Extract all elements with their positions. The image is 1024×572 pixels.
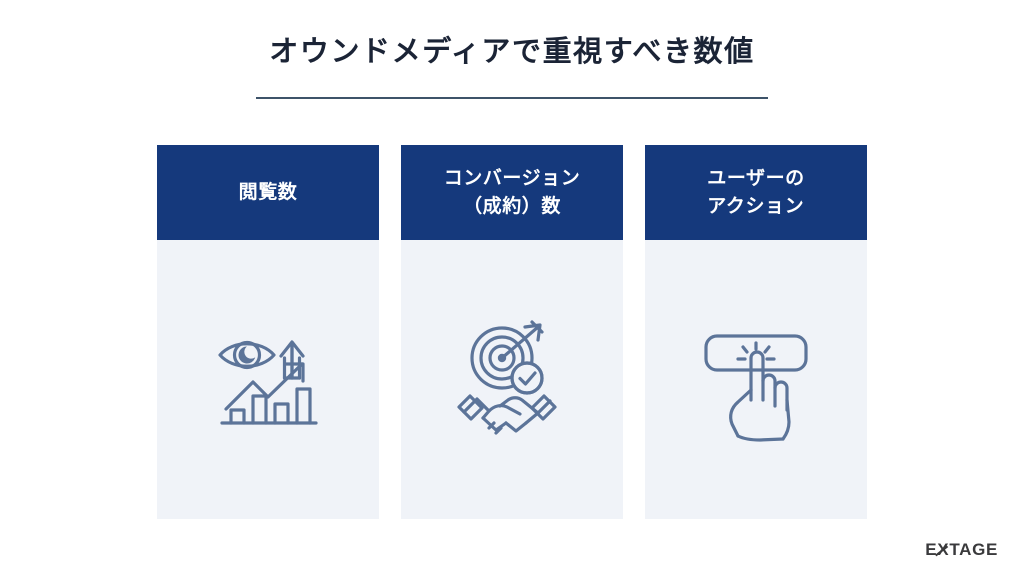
metric-card-user-action-title: ユーザーの アクション [707, 167, 805, 217]
eye-growth-chart-icon [206, 318, 330, 442]
metric-card-views[interactable]: 閲覧数 [157, 145, 379, 519]
click-hand-button-icon [694, 318, 818, 442]
metric-card-views-title: 閲覧数 [238, 181, 298, 203]
title-block: オウンドメディアで重視すべき数値 [0, 34, 1024, 70]
metric-card-views-body [157, 240, 379, 519]
logo-text-prefix: E [925, 540, 938, 559]
metric-card-user-action[interactable]: ユーザーの アクション [645, 145, 867, 519]
logo-text-suffix: TAGE [949, 540, 998, 559]
metric-card-user-action-body [645, 240, 867, 519]
metric-card-conversions-title: コンバージョン （成約）数 [443, 167, 581, 217]
metric-card-user-action-header: ユーザーの アクション [645, 145, 867, 240]
target-handshake-icon [450, 318, 574, 442]
metric-card-conversions-body [401, 240, 623, 519]
logo-x-mark: X [937, 540, 950, 559]
metric-card-views-header: 閲覧数 [157, 145, 379, 240]
cards-row: 閲覧数 [157, 145, 867, 519]
title-divider [256, 97, 768, 99]
metric-card-conversions[interactable]: コンバージョン （成約）数 [401, 145, 623, 519]
metric-card-conversions-header: コンバージョン （成約）数 [401, 145, 623, 240]
page-title: オウンドメディアで重視すべき数値 [269, 36, 755, 68]
